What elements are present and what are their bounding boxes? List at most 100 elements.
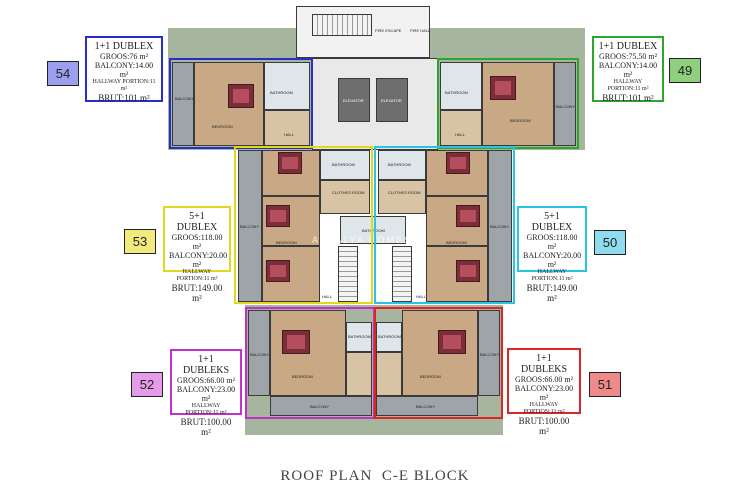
u54-outline: [169, 58, 313, 149]
u50-clothes-label: CLOTHES ROOM: [388, 190, 421, 195]
u51-title: 1+1 DUBLEKS: [520, 353, 568, 375]
u49-bathroom-label: BATHROOM: [445, 90, 468, 95]
u52-info-card: 1+1 DUBLEKS GROOS:66.00 m² BALCONY:23.00…: [170, 349, 242, 437]
watermark: ANTALYA HOMES: [312, 235, 413, 245]
u51-brut: BRUT:100.00 m²: [518, 416, 570, 436]
u53-balcony-label: BALCONY: [240, 224, 260, 229]
u54-number-tag: 54: [47, 61, 79, 86]
u53-groos: GROOS:118.00 m²: [171, 233, 223, 251]
u54-brut: BRUT:101 m²: [98, 93, 150, 103]
u53-bedroom-label: BEDROOM: [276, 240, 297, 245]
u52-front-balcony-label: BALCONY: [310, 404, 330, 409]
u49-balcony: BALCONY:14.00 m²: [598, 61, 658, 79]
u49-bathroom: [440, 62, 482, 110]
u50-balcony: BALCONY:20.00 m²: [523, 251, 582, 269]
u53-bathroom-label: BATHROOM: [332, 162, 355, 167]
u50-brut: BRUT:149.00 m²: [526, 283, 578, 303]
u52-balcony: BALCONY:23.00 m²: [176, 385, 236, 403]
u52-outline: [245, 307, 375, 419]
u52-brut: BRUT:100.00 m²: [180, 417, 232, 437]
u50-bed-3: [456, 260, 480, 282]
central-core: [312, 58, 438, 150]
u50-internal-stair: [392, 246, 412, 302]
u51-bathroom: [376, 322, 402, 352]
u49-hallway: HALLWAY PORTION:11 m²: [607, 79, 649, 92]
u52-hall: [346, 352, 372, 396]
fire-escape-label: FIRE ESCAPE: [375, 28, 402, 33]
u51-bedroom-label: BEDROOM: [420, 374, 441, 379]
u51-balcony-side: [478, 310, 500, 396]
u50-bed-2: [456, 205, 480, 227]
u51-outline: [374, 307, 503, 419]
u53-clothes-room: [320, 180, 370, 214]
u50-bathroom-label: BATHROOM: [388, 162, 411, 167]
u51-bathroom-label: BATHROOM: [378, 334, 401, 339]
u52-title: 1+1 DUBLEKS: [182, 354, 230, 376]
u54-bedroom-label: BEDROOM: [212, 124, 233, 129]
u53-bed-2: [266, 205, 290, 227]
u54-balcony: BALCONY:14.00 m²: [94, 61, 154, 79]
u54-balcony: [172, 62, 194, 146]
u53-info-card: 5+1 DUBLEX GROOS:118.00 m² BALCONY:20.00…: [163, 206, 231, 303]
u54-hall-label: HALL: [284, 132, 295, 137]
central-bathroom-label: BATHROOM: [362, 228, 385, 233]
u50-hallway: HALLWAY PORTION:11 m²: [531, 269, 573, 282]
u49-bed: [490, 76, 516, 100]
fire-escape-stair: [312, 14, 372, 36]
u49-title: 1+1 DUBLEX: [598, 41, 658, 52]
u52-bed: [282, 330, 310, 354]
u54-groos: GROOS:76 m²: [100, 52, 148, 61]
plan-title: ROOF PLAN C-E BLOCK: [280, 468, 470, 484]
u51-balcony: BALCONY:23.00 m²: [514, 384, 574, 402]
u50-title: 5+1 DUBLEX: [531, 211, 573, 233]
central-bathroom: [340, 216, 406, 244]
fire-hall-label: FIRE HALL: [410, 28, 431, 33]
u51-number-tag: 51: [589, 372, 621, 397]
u51-bed: [438, 330, 466, 354]
u53-bathroom: [320, 150, 370, 180]
u51-balcony-front: [376, 396, 478, 416]
elevator-left-label: ELEVATOR: [343, 98, 364, 103]
u50-hall-label: HALL: [416, 294, 427, 299]
u53-hall-label: HALL: [322, 294, 333, 299]
elevator-right: [376, 78, 408, 122]
u49-number-tag: 49: [669, 58, 701, 83]
u49-hall-label: HALL: [455, 132, 466, 137]
u49-hall: [440, 110, 482, 146]
u53-clothes-label: CLOTHES ROOM: [332, 190, 365, 195]
u52-hallway: HALLWAY PORTION:11 m²: [185, 403, 227, 416]
u54-bathroom: [264, 62, 310, 110]
u51-groos: GROOS:66.00 m²: [515, 375, 573, 384]
u49-balcony-label: BALCONY: [556, 104, 576, 109]
u51-hallway: HALLWAY PORTION:11 m²: [523, 402, 565, 415]
u54-balcony-label: BALCONY: [175, 96, 195, 101]
u51-hall: [376, 352, 402, 396]
u50-number-tag: 50: [594, 230, 626, 255]
u54-bed: [228, 84, 254, 108]
u53-balcony: [238, 150, 262, 302]
u50-clothes-room: [378, 180, 426, 214]
u52-balcony-front: [270, 396, 372, 416]
u54-info-card: 1+1 DUBLEX GROOS:76 m² BALCONY:14.00 m² …: [85, 36, 163, 103]
u53-bed-1: [278, 152, 302, 174]
elevator-right-label: ELEVATOR: [381, 98, 402, 103]
u52-bathroom-label: BATHROOM: [348, 334, 371, 339]
u50-bedroom-label: BEDROOM: [446, 240, 467, 245]
u51-balcony-label: BALCONY: [480, 352, 500, 357]
u52-groos: GROOS:66.00 m²: [177, 376, 235, 385]
u54-hall: [264, 110, 310, 146]
u54-bathroom-label: BATHROOM: [270, 90, 293, 95]
u54-title: 1+1 DUBLEX: [94, 41, 154, 52]
u51-info-card: 1+1 DUBLEKS GROOS:66.00 m² BALCONY:23.00…: [507, 348, 581, 436]
u50-bed-1: [446, 152, 470, 174]
u53-bed-3: [266, 260, 290, 282]
elevator-left: [338, 78, 370, 122]
u53-title: 5+1 DUBLEX: [176, 211, 218, 233]
u54-hallway: HALLWAY PORTION:11 m²: [92, 79, 156, 92]
u52-bedroom-label: BEDROOM: [292, 374, 313, 379]
u52-balcony-side: [248, 310, 270, 396]
u49-balcony: [554, 62, 576, 146]
u49-groos: GROOS:75.50 m²: [599, 52, 657, 61]
u50-info-card: 5+1 DUBLEX GROOS:118.00 m² BALCONY:20.00…: [517, 206, 587, 303]
u50-balcony-label: BALCONY: [490, 224, 510, 229]
